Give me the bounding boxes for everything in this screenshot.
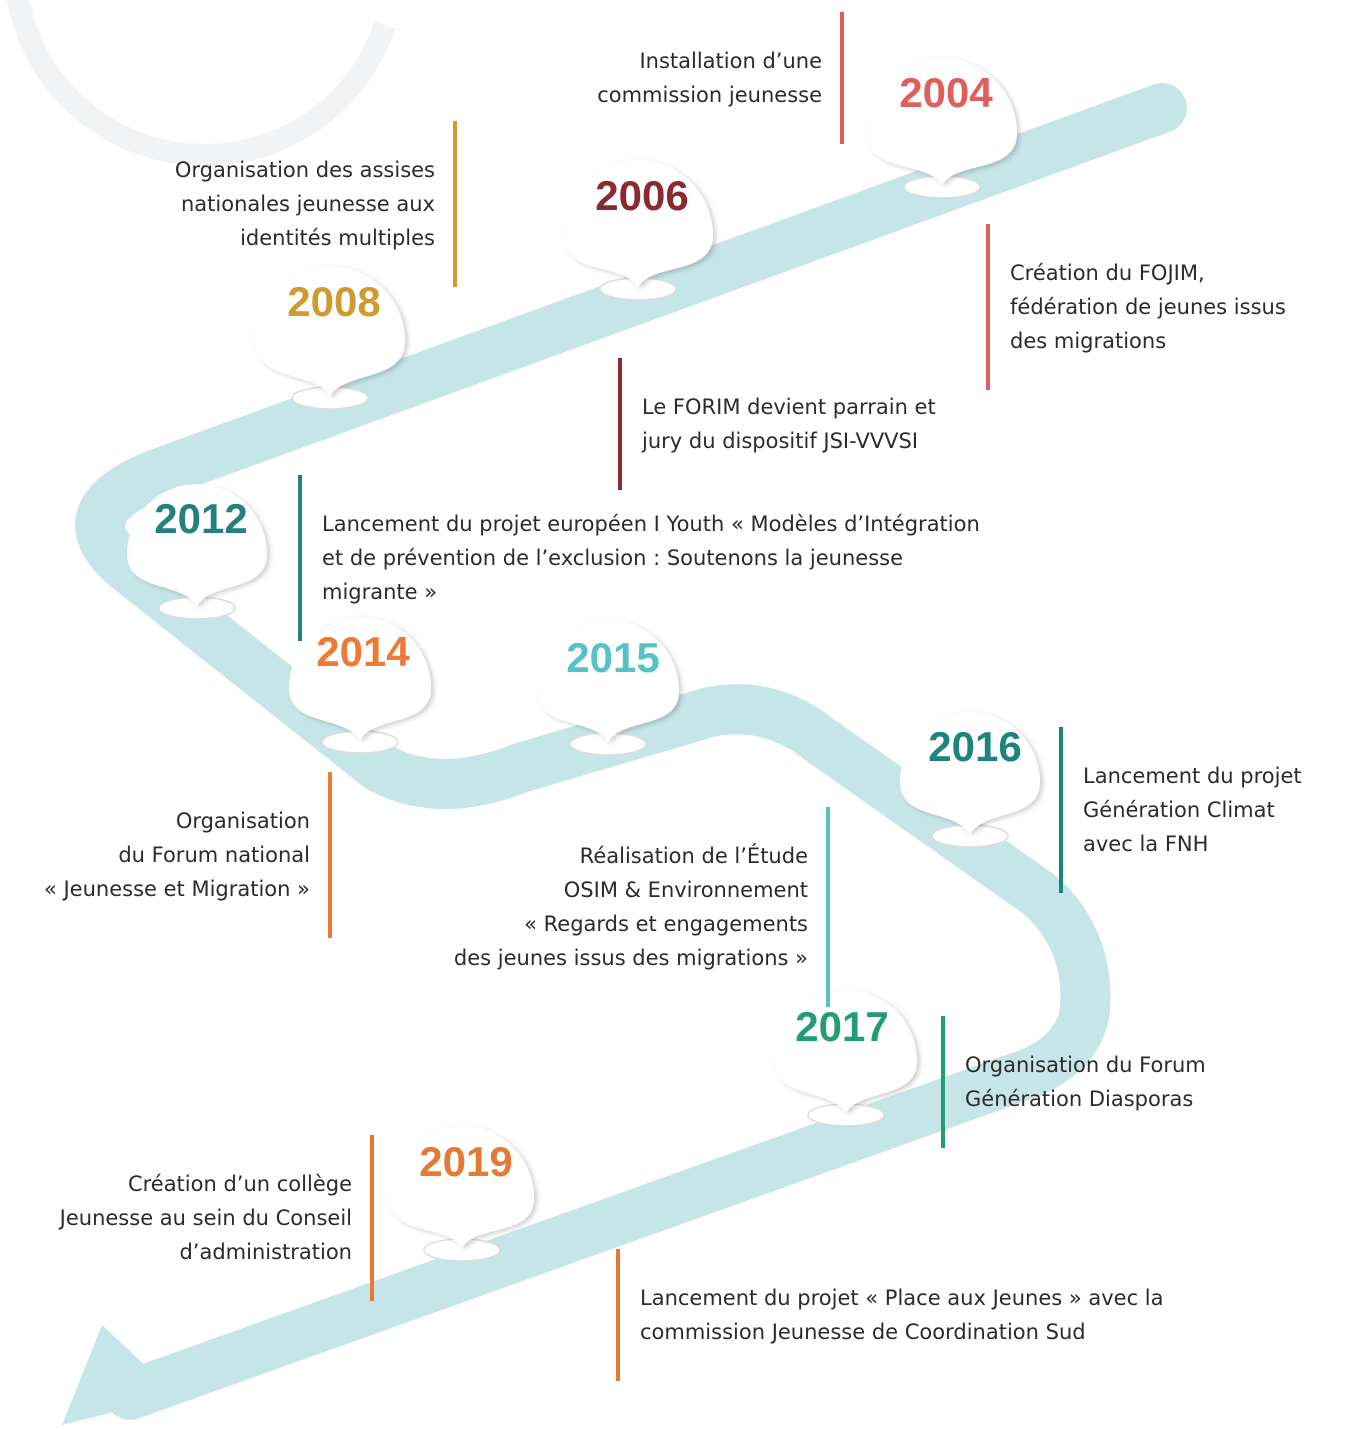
year-2014: 2014 bbox=[316, 628, 410, 675]
map-pin-icon bbox=[390, 1126, 534, 1262]
note-2016-climat: Lancement du projet Génération Climat av… bbox=[1059, 725, 1302, 895]
map-pin-icon bbox=[537, 620, 679, 756]
note-2014-forum: Organisation du Forum national « Jeuness… bbox=[44, 770, 332, 940]
pin-body bbox=[563, 160, 713, 287]
note-text: Création d’un collège Jeunesse au sein d… bbox=[59, 1172, 352, 1264]
note-2004-fojim: Création du FOJIM, fédération de jeunes … bbox=[986, 222, 1286, 392]
map-pin-icon bbox=[775, 990, 917, 1127]
map-pin-icon bbox=[255, 266, 405, 410]
pin-body bbox=[537, 620, 679, 742]
note-2004-commission: Installation d’une commission jeunesse bbox=[597, 10, 844, 146]
note-bar bbox=[618, 358, 622, 490]
year-2016: 2016 bbox=[928, 723, 1022, 770]
note-text: Lancement du projet européen I Youth « M… bbox=[322, 512, 980, 604]
pin-body bbox=[775, 990, 917, 1113]
decorative-arc bbox=[6, 0, 396, 166]
year-2015: 2015 bbox=[566, 634, 660, 681]
note-bar bbox=[616, 1249, 620, 1381]
year-2012: 2012 bbox=[154, 495, 248, 542]
pin-body bbox=[390, 1126, 534, 1248]
road-arrowhead bbox=[62, 1325, 178, 1425]
note-2006-forim: Le FORIM devient parrain et jury du disp… bbox=[618, 356, 936, 492]
map-pin-icon bbox=[127, 484, 267, 620]
pin-body bbox=[900, 712, 1040, 834]
note-text: Création du FOJIM, fédération de jeunes … bbox=[1010, 261, 1286, 353]
note-text: Le FORIM devient parrain et jury du disp… bbox=[642, 395, 936, 453]
pin-body bbox=[289, 617, 431, 740]
pin-body bbox=[867, 58, 1017, 185]
note-bar bbox=[370, 1135, 374, 1301]
note-text: Réalisation de l’Étude OSIM & Environnem… bbox=[453, 844, 808, 970]
note-bar bbox=[941, 1016, 945, 1148]
year-2017: 2017 bbox=[795, 1003, 889, 1050]
year-2006: 2006 bbox=[595, 172, 689, 219]
note-bar bbox=[298, 475, 302, 641]
note-2015-etude: Réalisation de l’Étude OSIM & Environnem… bbox=[454, 805, 830, 1009]
note-text: Organisation du Forum national « Jeuness… bbox=[43, 809, 310, 901]
note-2017-diasporas: Organisation du Forum Génération Diaspor… bbox=[941, 1014, 1206, 1150]
note-2008-assises: Organisation des assises nationales jeun… bbox=[175, 119, 457, 289]
note-bar bbox=[328, 772, 332, 938]
note-text: Organisation du Forum Génération Diaspor… bbox=[965, 1053, 1206, 1111]
note-2019-place-aux-jeunes: Lancement du projet « Place aux Jeunes »… bbox=[616, 1247, 1164, 1383]
map-pin-icon bbox=[900, 712, 1040, 848]
map-pin-icon bbox=[563, 160, 713, 301]
note-text: Organisation des assises nationales jeun… bbox=[174, 158, 435, 250]
year-2008: 2008 bbox=[287, 278, 381, 325]
map-pin-icon bbox=[867, 58, 1017, 199]
road-path bbox=[75, 83, 1187, 1420]
note-bar bbox=[986, 224, 990, 390]
note-text: Lancement du projet Génération Climat av… bbox=[1083, 764, 1302, 856]
year-2004: 2004 bbox=[899, 69, 993, 116]
pin-body bbox=[127, 484, 267, 606]
note-2019-college: Création d’un collège Jeunesse au sein d… bbox=[60, 1133, 374, 1303]
year-2019: 2019 bbox=[419, 1138, 513, 1185]
note-bar bbox=[453, 121, 457, 287]
note-text: Installation d’une commission jeunesse bbox=[597, 49, 822, 107]
note-bar bbox=[1059, 727, 1063, 893]
map-pin-icon bbox=[289, 617, 431, 754]
note-text: Lancement du projet « Place aux Jeunes »… bbox=[640, 1286, 1164, 1344]
note-2012-iyouth: Lancement du projet européen I Youth « M… bbox=[298, 473, 980, 643]
pin-body bbox=[255, 266, 405, 396]
note-bar bbox=[826, 807, 830, 1007]
note-bar bbox=[840, 12, 844, 144]
